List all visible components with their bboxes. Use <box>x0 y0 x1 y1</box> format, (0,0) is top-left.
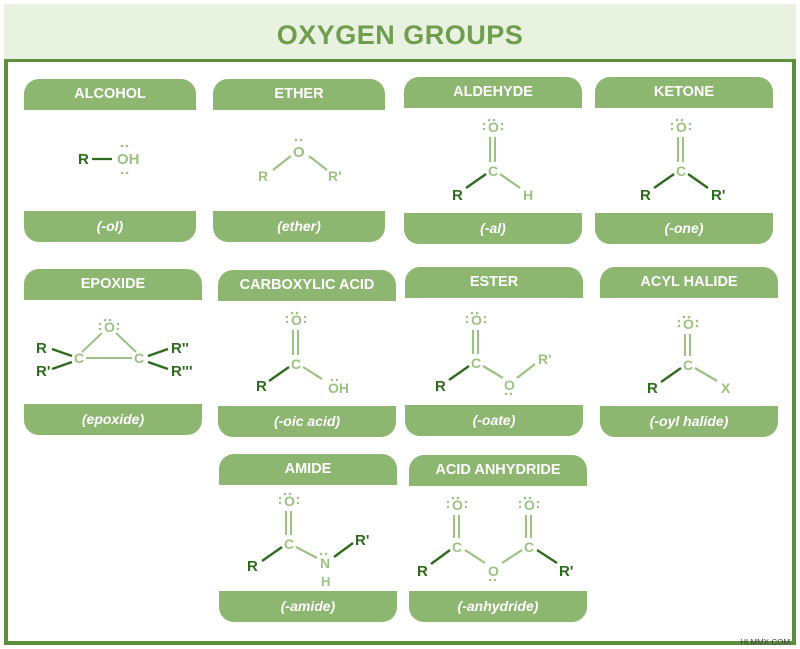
card-suffix: (epoxide) <box>24 404 202 435</box>
atom-label: R' <box>538 351 551 367</box>
atom-label: R <box>256 378 267 395</box>
card-title: ALCOHOL <box>24 79 196 110</box>
atom-label: C <box>683 357 693 373</box>
card-suffix: (-amide) <box>219 591 397 622</box>
atom-label: R <box>247 558 258 575</box>
atom-label: O <box>471 312 482 328</box>
atom-label: H <box>321 574 330 589</box>
atom-label: O <box>488 563 499 579</box>
ether-structure: O R R' <box>258 138 341 184</box>
card-title: ACID ANHYDRIDE <box>409 455 587 486</box>
aldehyde-structure: O C R H <box>452 118 533 204</box>
card-suffix: (-anhydride) <box>409 591 587 622</box>
atom-label: O <box>291 312 302 328</box>
card-title: KETONE <box>595 77 773 108</box>
epoxide-structure: O C C R R' R'' R''' <box>36 318 193 380</box>
atom-label: H <box>523 187 533 203</box>
atom-label: C <box>134 350 144 366</box>
card-alcohol: ALCOHOL R OH (-ol) <box>24 79 196 242</box>
card-title: EPOXIDE <box>24 269 202 300</box>
ketone-structure: O C R R' <box>640 118 725 204</box>
atom-label: C <box>471 355 481 371</box>
amide-structure: O C R N H R' <box>247 492 369 589</box>
card-suffix: (-one) <box>595 213 773 244</box>
atom-label: R' <box>328 168 341 184</box>
atom-label: C <box>676 163 686 179</box>
atom-label: R' <box>711 187 725 204</box>
atom-label: R <box>452 187 463 204</box>
card-acyl-halide: ACYL HALIDE O C R X (-oyl halide) <box>600 267 778 437</box>
card-suffix: (-oic acid) <box>218 406 396 437</box>
card-title: ESTER <box>405 267 583 298</box>
card-suffix: (-ol) <box>24 211 196 242</box>
card-title: AMIDE <box>219 454 397 485</box>
card-ketone: KETONE O C R R' (-one) <box>595 77 773 244</box>
atom-label: O <box>104 319 115 335</box>
atom-label: R <box>36 340 47 357</box>
atom-label: O <box>452 497 463 513</box>
atom-label: O <box>488 119 499 135</box>
atom-label: R <box>640 187 651 204</box>
atom-label: N <box>320 555 330 571</box>
card-amide: AMIDE O C R N H R' (-amide) <box>219 454 397 622</box>
atom-label: R' <box>355 532 369 549</box>
atom-label: OH <box>117 151 140 168</box>
atom-label: C <box>291 356 301 372</box>
atom-label: O <box>676 119 687 135</box>
alcohol-structure: R OH <box>78 144 140 175</box>
card-aldehyde: ALDEHYDE O C R H (-al) <box>404 77 582 244</box>
atom-label: O <box>284 493 295 509</box>
card-title: ACYL HALIDE <box>600 267 778 298</box>
card-ester: ESTER O C R O R' (-oate) <box>405 267 583 436</box>
card-epoxide: EPOXIDE O C C R R' R'' R''' (epoxide) <box>24 269 202 435</box>
atom-label: R''' <box>171 363 193 380</box>
card-title: ALDEHYDE <box>404 77 582 108</box>
atom-label: R' <box>559 563 573 580</box>
card-suffix: (-oyl halide) <box>600 406 778 437</box>
page-title: OXYGEN GROUPS <box>276 20 524 50</box>
atom-label: C <box>488 163 498 179</box>
atom-label: OH <box>328 380 349 396</box>
card-suffix: (-oate) <box>405 405 583 436</box>
card-acid-anhydride: ACID ANHYDRIDE O C R O O C R' (-anhydrid… <box>409 455 587 622</box>
atom-label: O <box>504 377 515 393</box>
atom-label: X <box>721 380 731 396</box>
atom-label: O <box>683 316 694 332</box>
diagram-frame <box>4 4 796 645</box>
atom-label: R <box>417 563 428 580</box>
atom-label: R <box>258 168 268 184</box>
ester-structure: O C R O R' <box>435 311 551 396</box>
atom-label: R' <box>36 363 50 380</box>
card-carboxylic-acid: CARBOXYLIC ACID O C R OH (-oic acid) <box>218 270 396 437</box>
atom-label: C <box>284 536 294 552</box>
atom-label: R <box>78 151 89 168</box>
acid-anhydride-structure: O C R O O C R' <box>417 496 573 582</box>
atom-label: C <box>452 539 462 555</box>
card-suffix: (ether) <box>213 211 385 242</box>
atom-label: C <box>524 539 534 555</box>
title-bar: OXYGEN GROUPS <box>4 4 796 62</box>
card-title: ETHER <box>213 79 385 110</box>
atom-label: O <box>524 497 535 513</box>
carboxylic-acid-structure: O C R OH <box>256 311 349 396</box>
atom-label: R <box>647 380 658 397</box>
card-ether: ETHER O R R' (ether) <box>213 79 385 242</box>
atom-label: C <box>74 350 84 366</box>
watermark: HLMMX.COM <box>740 638 790 647</box>
atom-label: O <box>293 144 305 161</box>
atom-label: R <box>435 378 446 395</box>
card-suffix: (-al) <box>404 213 582 244</box>
card-title: CARBOXYLIC ACID <box>218 270 396 301</box>
acyl-halide-structure: O C R X <box>647 315 731 397</box>
atom-label: R'' <box>171 340 189 357</box>
